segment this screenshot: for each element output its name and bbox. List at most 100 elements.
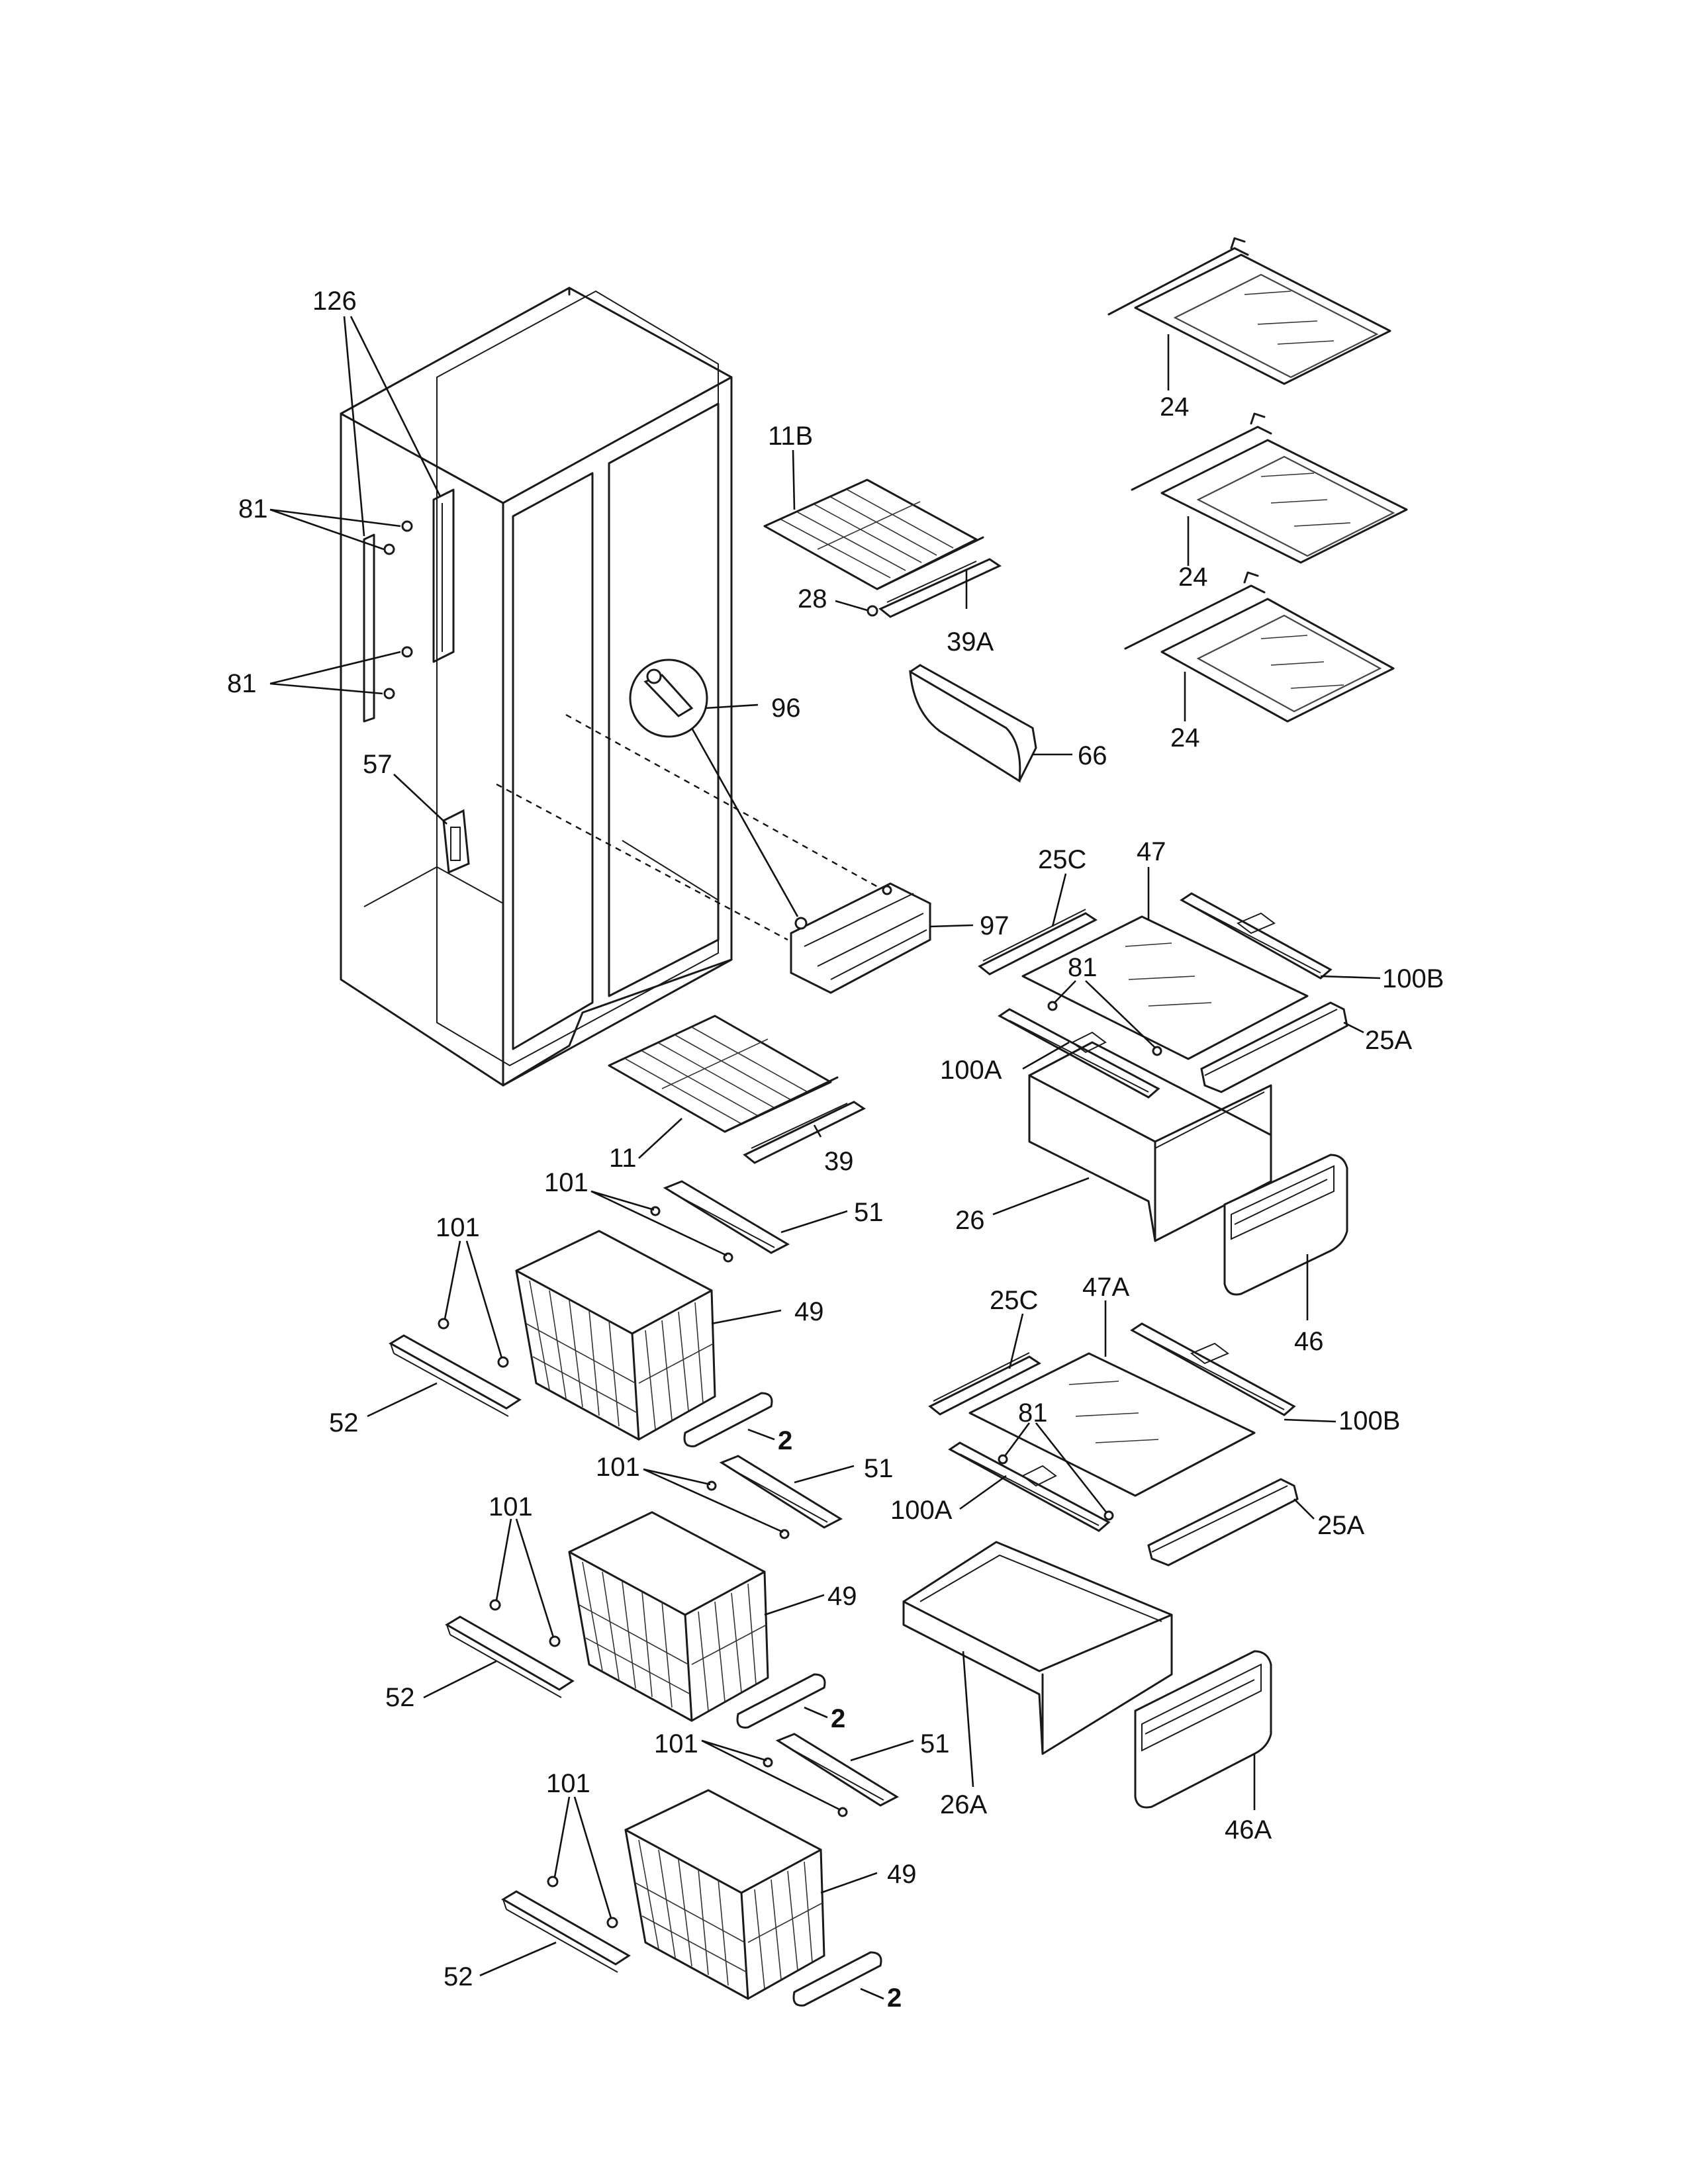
label-39: 39 [824,1147,854,1176]
part-51-rail-2 [719,1455,843,1529]
label-46A: 46A [1225,1815,1272,1844]
label-81-crisper-upper: 81 [1068,953,1098,982]
part-24-glass-shelf-top [1107,237,1391,390]
label-25A-lower: 25A [1317,1511,1364,1540]
label-52-row3: 52 [444,1962,473,1991]
part-101-screws-row3 [547,1757,848,1929]
part-11B-wire-shelf [763,478,984,590]
label-49-row1: 49 [794,1297,824,1326]
part-81-screw-crisper-right [1152,1046,1162,1056]
part-52-bracket-2 [445,1615,575,1698]
part-52-bracket-3 [501,1890,631,1973]
label-100A-upper: 100A [940,1056,1002,1085]
label-26: 26 [955,1206,985,1235]
label-51-row2: 51 [864,1454,894,1483]
label-2-row2: 2 [831,1704,845,1733]
label-52-row2: 52 [385,1683,415,1712]
part-49-wire-basket-1 [515,1230,716,1441]
label-49-row2: 49 [827,1582,857,1611]
refrigerator-cabinet [340,287,733,1087]
part-49-wire-basket-3 [624,1789,825,2000]
label-26A: 26A [940,1790,987,1819]
part-49-wire-basket-2 [568,1511,769,1722]
part-51-rail-1 [663,1180,790,1254]
leader-lines [269,316,1381,2000]
label-28: 28 [798,584,827,614]
guide-line-lower [496,783,788,941]
label-39A: 39A [947,627,994,657]
part-2-handle-3 [792,1951,882,2007]
part-100A-slide-lower [948,1441,1111,1532]
part-47-glass-cover [1021,915,1309,1060]
label-47: 47 [1137,837,1166,866]
label-101-row2: 101 [596,1453,640,1482]
label-24-top: 24 [1160,392,1190,422]
label-51-row1: 51 [854,1198,884,1227]
label-81-bottom: 81 [227,669,257,698]
part-101-screws-row1 [438,1206,733,1368]
label-49-row3: 49 [887,1860,917,1889]
part-100B-slide-lower [1130,1322,1296,1416]
part-25C-rail-upper [978,909,1098,976]
label-52-row1: 52 [329,1408,359,1437]
part-26A-crisper-drawer [902,1541,1173,1755]
label-101-row3: 101 [654,1729,698,1758]
part-57-bracket [442,809,470,874]
label-25C-lower: 25C [990,1286,1038,1315]
part-24-glass-shelf-middle [1131,412,1408,566]
label-2-row3: 2 [887,1983,902,2013]
label-25A-upper: 25A [1365,1026,1412,1055]
part-28-screw [867,605,878,617]
label-100B-upper: 100B [1382,964,1444,993]
label-126: 126 [312,287,357,316]
part-96-detail [629,659,799,917]
guide-line-upper [565,713,884,891]
part-39A-trim [878,558,1002,618]
part-52-bracket-1 [389,1334,522,1417]
label-11B: 11B [768,422,813,451]
handle-screws-81 [383,520,413,700]
label-57: 57 [363,750,393,779]
part-46A-drawer-front [1134,1650,1272,1809]
part-25C-rail-lower [928,1352,1041,1416]
label-101-left-row3: 101 [546,1769,590,1798]
part-101-screws-row2 [489,1480,790,1647]
part-25A-rail-upper [1200,1001,1348,1093]
label-100A-lower: 100A [890,1496,953,1525]
label-81-top: 81 [238,494,268,523]
part-11-wire-shelf [608,1015,839,1133]
part-2-handle-2 [736,1673,826,1729]
label-97: 97 [980,911,1009,940]
part-24-glass-shelf-bottom [1124,571,1395,723]
label-24-middle: 24 [1178,563,1208,592]
part-81-screw-crisper-left [1047,1001,1058,1011]
label-66: 66 [1078,741,1107,770]
part-51-rail-3 [775,1733,900,1807]
part-100B-slide-upper [1180,892,1333,979]
part-66-cover [909,664,1037,783]
door-handle-strip-right [432,488,455,663]
label-24-bottom: 24 [1170,723,1200,752]
label-101-left-row2: 101 [489,1492,533,1522]
part-97-housing [790,882,931,994]
part-25A-rail-lower [1147,1478,1299,1567]
part-46-drawer-front [1223,1154,1348,1296]
part-47A-glass-cover [968,1352,1256,1497]
label-101-left-row1: 101 [436,1213,480,1242]
label-47A: 47A [1082,1273,1129,1302]
label-11: 11 [609,1144,637,1173]
label-25C-upper: 25C [1038,845,1086,874]
label-100B-lower: 100B [1338,1406,1400,1435]
label-46: 46 [1294,1327,1324,1356]
part-labels: 126 81 81 57 11B 28 39A 96 66 24 24 24 2… [227,287,1444,2013]
label-51-row3: 51 [920,1729,950,1758]
label-101-row1: 101 [544,1168,588,1197]
part-2-handle-1 [683,1392,773,1447]
part-81-screw-crisper2-right [1103,1510,1114,1521]
part-26-crisper-drawer [1028,1041,1272,1242]
part-81-screw-crisper2-left [998,1454,1008,1465]
label-81-crisper-lower: 81 [1018,1398,1048,1428]
label-2-row1: 2 [778,1426,792,1455]
part-100A-slide-upper [998,1008,1160,1099]
